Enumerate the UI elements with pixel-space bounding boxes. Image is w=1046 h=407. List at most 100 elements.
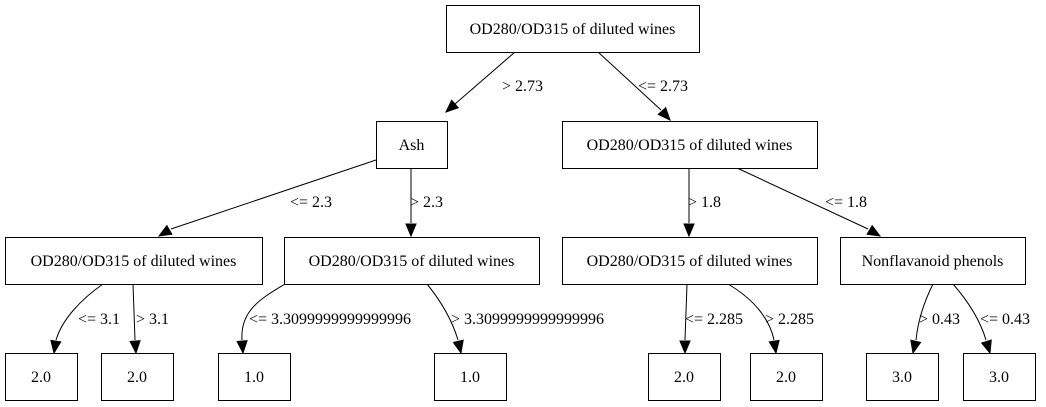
edge-label: <= 2.285 (685, 311, 743, 328)
arrow-head (129, 340, 141, 355)
arrow-head (50, 339, 62, 355)
tree-edge-n5-n11: <= 2.285 (679, 283, 743, 355)
edge-label: > 2.3 (410, 194, 443, 211)
node-box (750, 353, 823, 401)
node-label: 3.0 (892, 369, 912, 386)
arrow-head (910, 339, 922, 355)
node-box (434, 353, 507, 401)
node-box (446, 5, 700, 53)
node-box (5, 353, 78, 401)
node-box (5, 237, 263, 285)
edge-line (597, 51, 662, 111)
edge-label: > 2.73 (502, 78, 543, 95)
node-label: OD280/OD315 of diluted wines (31, 253, 237, 270)
node-box (218, 353, 291, 401)
edge-line (55, 283, 104, 341)
edge-line (170, 159, 377, 230)
arrow-head (405, 223, 417, 238)
tree-node-n9: 1.0 (218, 353, 291, 401)
tree-edge-n5-n12: > 2.285 (727, 283, 814, 355)
node-box (562, 237, 818, 285)
node-box (866, 353, 939, 401)
edge-line (426, 283, 459, 341)
tree-edge-n6-n14: <= 0.43 (952, 283, 1030, 355)
tree-edge-n0-n1: > 2.73 (445, 51, 543, 113)
arrow-head (768, 339, 780, 355)
node-label: OD280/OD315 of diluted wines (470, 21, 676, 38)
arrow-head (445, 99, 460, 113)
node-box (101, 353, 174, 401)
edge-label: <= 2.73 (638, 78, 688, 95)
arrow-head (683, 223, 695, 238)
tree-edge-n4-n9: <= 3.3099999999999996 (236, 283, 411, 355)
node-label: 2.0 (674, 369, 694, 386)
edge-label: > 2.285 (765, 311, 814, 328)
edge-line (241, 283, 286, 341)
edge-line (454, 51, 516, 105)
tree-node-n12: 2.0 (750, 353, 823, 401)
tree-node-n1: Ash (376, 121, 448, 169)
edge-layer: > 2.73 <= 2.73 <= 2.3 > 2.3 > 1.8 <= 1.8 <= 3.… (50, 51, 1030, 355)
node-box (562, 121, 818, 169)
edge-label: <= 3.1 (78, 311, 120, 328)
tree-node-n13: 3.0 (866, 353, 939, 401)
tree-edge-n6-n13: > 0.43 (910, 283, 960, 355)
node-box (648, 353, 721, 401)
tree-node-n8: 2.0 (101, 353, 174, 401)
tree-node-n10: 1.0 (434, 353, 507, 401)
tree-node-n4: OD280/OD315 of diluted wines (284, 237, 540, 285)
node-box (963, 353, 1036, 401)
edge-line (727, 283, 775, 341)
edge-label: <= 3.3099999999999996 (249, 311, 411, 328)
tree-edge-n1-n3: <= 2.3 (157, 159, 377, 237)
edge-line (915, 283, 934, 341)
node-label: 2.0 (31, 369, 51, 386)
tree-node-n14: 3.0 (963, 353, 1036, 401)
tree-node-n11: 2.0 (648, 353, 721, 401)
node-label: OD280/OD315 of diluted wines (587, 137, 793, 154)
node-box (376, 121, 448, 169)
edge-label: > 1.8 (688, 194, 721, 211)
node-label: 1.0 (460, 369, 480, 386)
tree-edge-n3-n7: <= 3.1 (50, 283, 120, 355)
arrow-head (452, 339, 464, 355)
node-label: 3.0 (989, 369, 1009, 386)
arrow-head (866, 224, 882, 237)
edge-line (736, 167, 869, 230)
tree-edge-n1-n4: > 2.3 (405, 168, 443, 238)
tree-node-n0: OD280/OD315 of diluted wines (446, 5, 700, 53)
node-label: OD280/OD315 of diluted wines (587, 253, 793, 270)
node-label: Nonflavanoid phenols (862, 253, 1004, 270)
node-label: Ash (399, 137, 425, 154)
tree-edge-n3-n8: > 3.1 (129, 283, 169, 355)
tree-node-n2: OD280/OD315 of diluted wines (562, 121, 818, 169)
arrow-head (679, 340, 691, 355)
node-label: 2.0 (776, 369, 796, 386)
tree-edge-n2-n5: > 1.8 (683, 168, 721, 238)
tree-node-n7: 2.0 (5, 353, 78, 401)
edge-label: <= 1.8 (825, 194, 867, 211)
node-label: 1.0 (244, 369, 264, 386)
tree-node-n3: OD280/OD315 of diluted wines (5, 237, 263, 285)
tree-edge-n0-n2: <= 2.73 (597, 51, 688, 121)
arrow-head (236, 340, 248, 355)
edge-label: > 0.43 (919, 311, 960, 328)
edge-line (684, 283, 688, 341)
edge-line (132, 283, 136, 341)
node-label: 2.0 (127, 369, 147, 386)
tree-edge-n4-n10: > 3.3099999999999996 (426, 283, 604, 355)
tree-node-n6: Nonflavanoid phenols (840, 237, 1026, 285)
edge-label: <= 0.43 (980, 311, 1030, 328)
arrow-head (157, 224, 173, 237)
edge-line (952, 283, 987, 341)
node-box (284, 237, 540, 285)
edge-label: > 3.3099999999999996 (451, 311, 604, 328)
tree-edge-n2-n6: <= 1.8 (736, 167, 882, 237)
node-label: OD280/OD315 of diluted wines (309, 253, 515, 270)
edge-label: <= 2.3 (290, 194, 332, 211)
tree-node-n5: OD280/OD315 of diluted wines (562, 237, 818, 285)
node-box (840, 237, 1026, 285)
arrow-head (980, 339, 992, 355)
